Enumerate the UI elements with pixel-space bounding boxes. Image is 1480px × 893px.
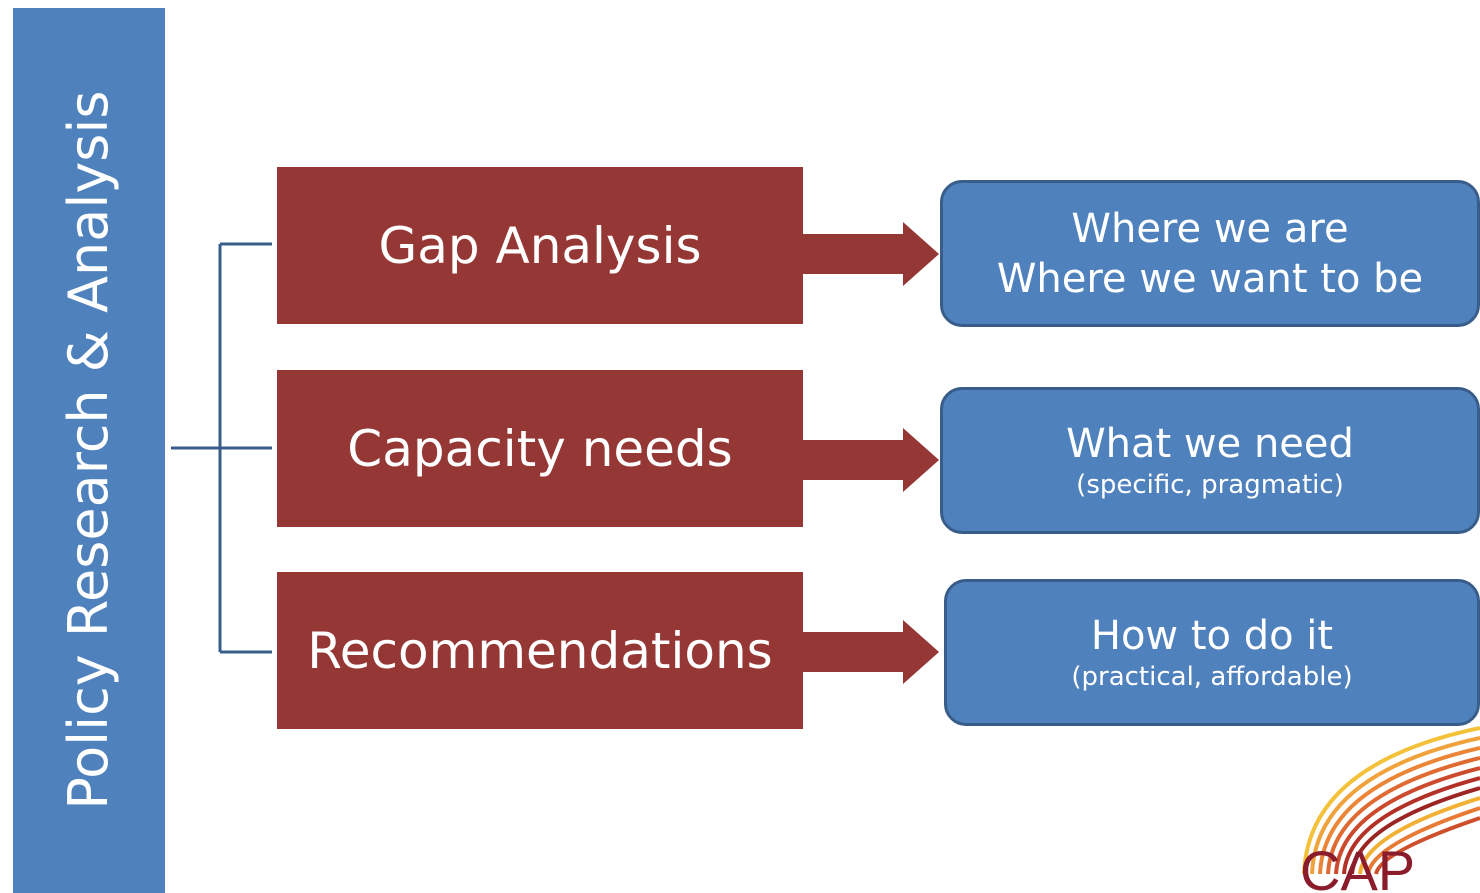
arrow-right-icon (803, 620, 939, 684)
arrow-right-icon (803, 428, 939, 492)
outcome-line: How to do it (1090, 612, 1334, 659)
logo-text: CAP (1300, 839, 1415, 893)
sidebar-panel (13, 8, 165, 893)
outcome-note: (practical, affordable) (1071, 661, 1353, 692)
outcome-line: What we need (1066, 420, 1354, 467)
where-we-are-box: Where we are Where we want to be (940, 180, 1480, 327)
cap-logo: CAP (1300, 726, 1480, 893)
outcome-line: Where we are (1071, 205, 1349, 252)
branch-connector (171, 242, 272, 654)
gap-analysis-box: Gap Analysis (277, 167, 803, 324)
capacity-needs-box: Capacity needs (277, 370, 803, 527)
what-we-need-box: What we need (specific, pragmatic) (940, 387, 1480, 534)
arrow-right-icon (803, 222, 939, 286)
outcome-line: Where we want to be (996, 255, 1424, 302)
how-to-do-it-box: How to do it (practical, affordable) (944, 579, 1480, 726)
recommendations-box: Recommendations (277, 572, 803, 729)
outcome-note: (specific, pragmatic) (1076, 469, 1344, 500)
